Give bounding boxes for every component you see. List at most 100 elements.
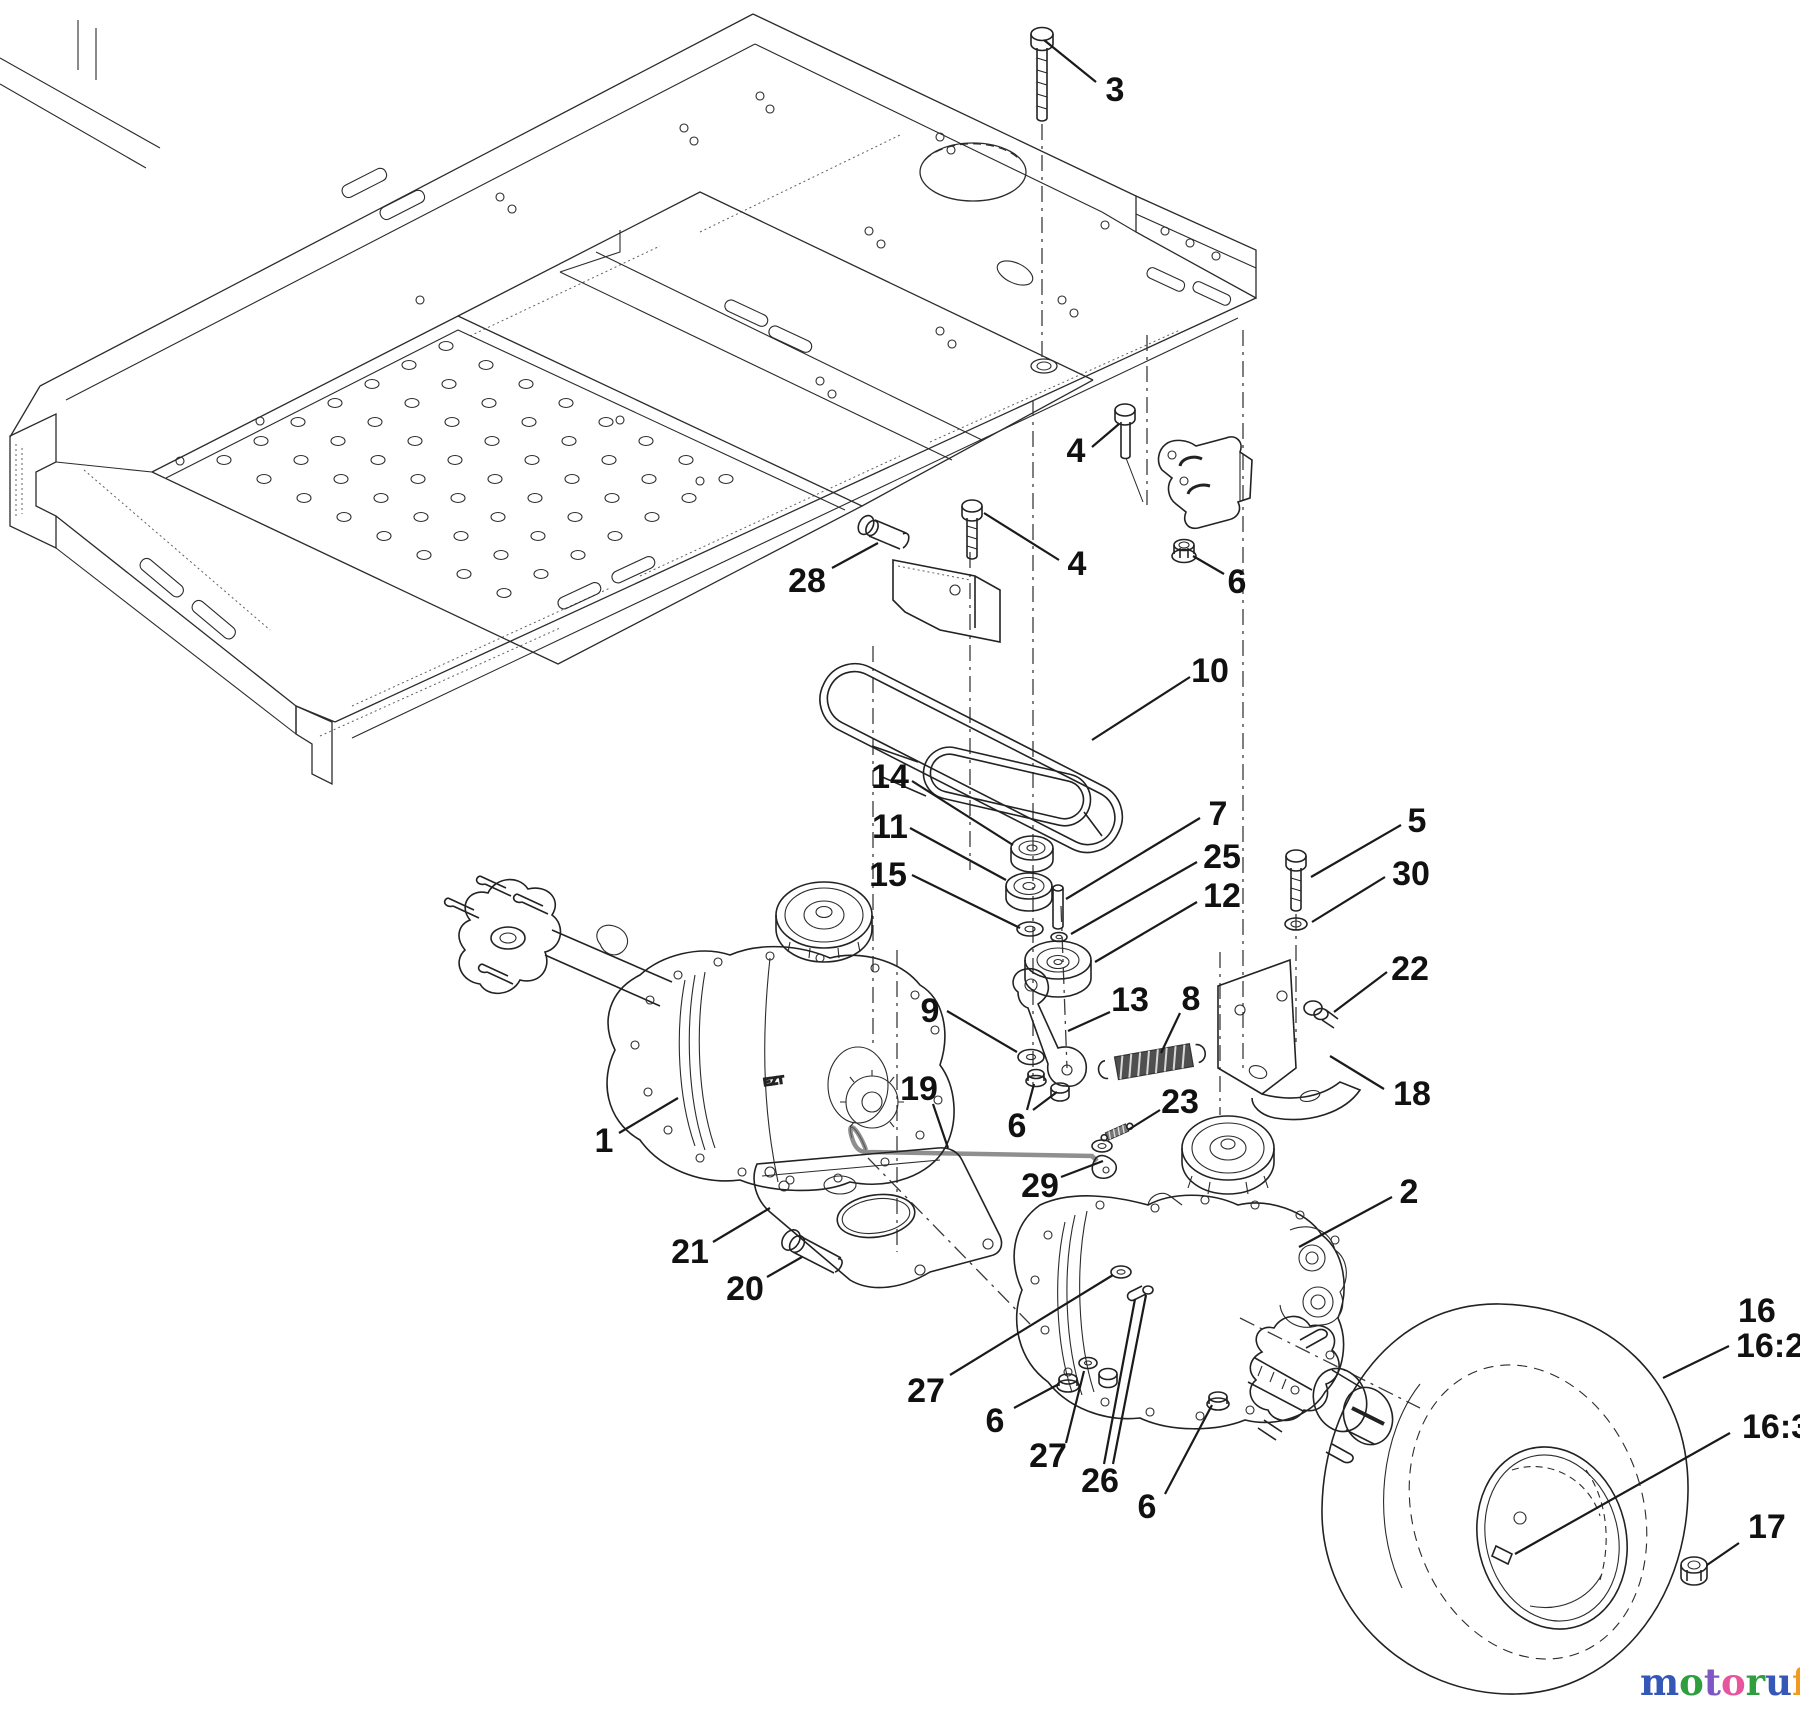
callout-3-0: 3 (1106, 71, 1125, 109)
nut-6-left (1056, 1373, 1080, 1393)
callout-23-21: 23 (1161, 1083, 1199, 1121)
pulley-11 (1005, 872, 1053, 912)
callout-6-3: 6 (1228, 563, 1247, 601)
callout-15-8: 15 (869, 856, 907, 894)
hinge-bracket (1157, 436, 1253, 530)
bolt-22 (1303, 1000, 1339, 1029)
leader-line-3 (1043, 39, 1097, 83)
leader-line-4 (1091, 423, 1120, 448)
left-transaxle-1: EZT (443, 875, 955, 1195)
callout-6-31: 6 (1138, 1488, 1157, 1526)
bracket-18 (1217, 958, 1362, 1121)
leader-line-30 (1311, 876, 1386, 923)
callout-7-9: 7 (1209, 795, 1228, 833)
spring-23 (1100, 1122, 1134, 1142)
brake-rod-19 (848, 1124, 1099, 1163)
spring-8 (1097, 1043, 1206, 1081)
callout-26-30: 26 (1081, 1462, 1119, 1500)
bolt-3 (1030, 26, 1054, 122)
leader-line-2 (1298, 1196, 1393, 1248)
callout-5-12: 5 (1408, 802, 1427, 840)
leader-line-6 (1025, 1083, 1036, 1111)
callout-4-1: 4 (1067, 432, 1086, 470)
leader-line-12 (1094, 901, 1198, 963)
leader-line-6 (1192, 555, 1225, 575)
callout-1-23: 1 (595, 1122, 614, 1160)
clevis-pin-28 (857, 514, 910, 550)
callout-17-35: 17 (1748, 1508, 1786, 1546)
centerlines (867, 124, 1421, 1409)
leader-line-6 (1032, 1091, 1058, 1111)
callout-18-15: 18 (1393, 1075, 1431, 1113)
leader-line-19 (931, 1103, 950, 1149)
wheel-rim (1476, 1446, 1628, 1630)
leader-line-10 (1091, 676, 1191, 741)
right-transaxle-2 (1013, 1115, 1347, 1430)
washer-25 (1050, 931, 1068, 943)
callout-19-20: 19 (900, 1070, 938, 1108)
bolt-4-rear (961, 499, 983, 560)
leader-line-14 (911, 780, 1014, 846)
leader-line-27 (1064, 1370, 1086, 1444)
callout-16-32: 16 (1738, 1292, 1776, 1330)
nut-6-idler-b (1050, 1082, 1070, 1102)
leader-line-9 (946, 1010, 1018, 1053)
callout-21-24: 21 (671, 1233, 709, 1271)
idler-arm-13 (1012, 968, 1088, 1088)
leader-line-6 (1013, 1383, 1060, 1409)
leader-line-28 (831, 542, 879, 569)
transaxle-case-label: EZT (763, 1074, 786, 1089)
motoruf-logo: motoruf.de (1640, 1660, 1800, 1704)
callout-20-25: 20 (726, 1270, 764, 1308)
lug-nut-17 (1680, 1556, 1708, 1586)
watermark-logo: motoruf.de (1640, 1660, 1800, 1704)
callout-30-13: 30 (1392, 855, 1430, 893)
leader-line-6 (1164, 1404, 1213, 1495)
leader-line-26 (1102, 1298, 1137, 1465)
callout-4-2: 4 (1068, 545, 1087, 583)
leader-line-13 (1067, 1010, 1111, 1033)
leader-line-20 (766, 1256, 803, 1278)
leader-line-17 (1706, 1542, 1740, 1566)
leader-line-18 (1329, 1055, 1385, 1090)
callout-27-29: 27 (1029, 1437, 1067, 1475)
leader-line-1 (618, 1097, 679, 1134)
callout-9-18: 9 (921, 992, 940, 1030)
callout-6-28: 6 (986, 1402, 1005, 1440)
callout-14-6: 14 (871, 758, 909, 796)
leader-line-11 (909, 827, 1007, 881)
washer-30 (1284, 917, 1308, 931)
leader-line-16:3 (1514, 1432, 1731, 1555)
leader-line-21 (712, 1207, 771, 1243)
drive-belt (819, 662, 1124, 854)
leader-line-27 (949, 1274, 1114, 1376)
belt-guide-bracket (892, 559, 1001, 643)
callout-16:3-34: 16:3 (1742, 1408, 1800, 1446)
leader-line-7 (1065, 817, 1201, 900)
leader-line-5 (1310, 824, 1402, 878)
chassis-frame (0, 13, 1257, 786)
pulley-12 (1024, 940, 1092, 998)
callout-28-4: 28 (788, 562, 826, 600)
nut-6-idler-a (1025, 1068, 1047, 1088)
bolt-5 (1285, 849, 1307, 912)
leader-line-22 (1333, 971, 1388, 1013)
mount-plate-21 (753, 1147, 1003, 1289)
washer-27-lower (1078, 1356, 1118, 1389)
wheel-hub (1249, 1315, 1394, 1464)
callout-12-11: 12 (1203, 877, 1241, 915)
washer-27-upper (1110, 1265, 1132, 1279)
leader-line-8 (1160, 1012, 1181, 1054)
link-29 (1091, 1139, 1118, 1180)
callout-10-5: 10 (1191, 652, 1229, 690)
washer-9 (1017, 1048, 1045, 1066)
callout-6-19: 6 (1008, 1107, 1027, 1145)
callout-27-27: 27 (907, 1372, 945, 1410)
leader-line-29 (1060, 1159, 1104, 1179)
callout-8-17: 8 (1182, 980, 1201, 1018)
leader-line-23 (1127, 1109, 1161, 1131)
washer-15 (1016, 921, 1044, 937)
vent-fitting-26 (1126, 1285, 1154, 1302)
